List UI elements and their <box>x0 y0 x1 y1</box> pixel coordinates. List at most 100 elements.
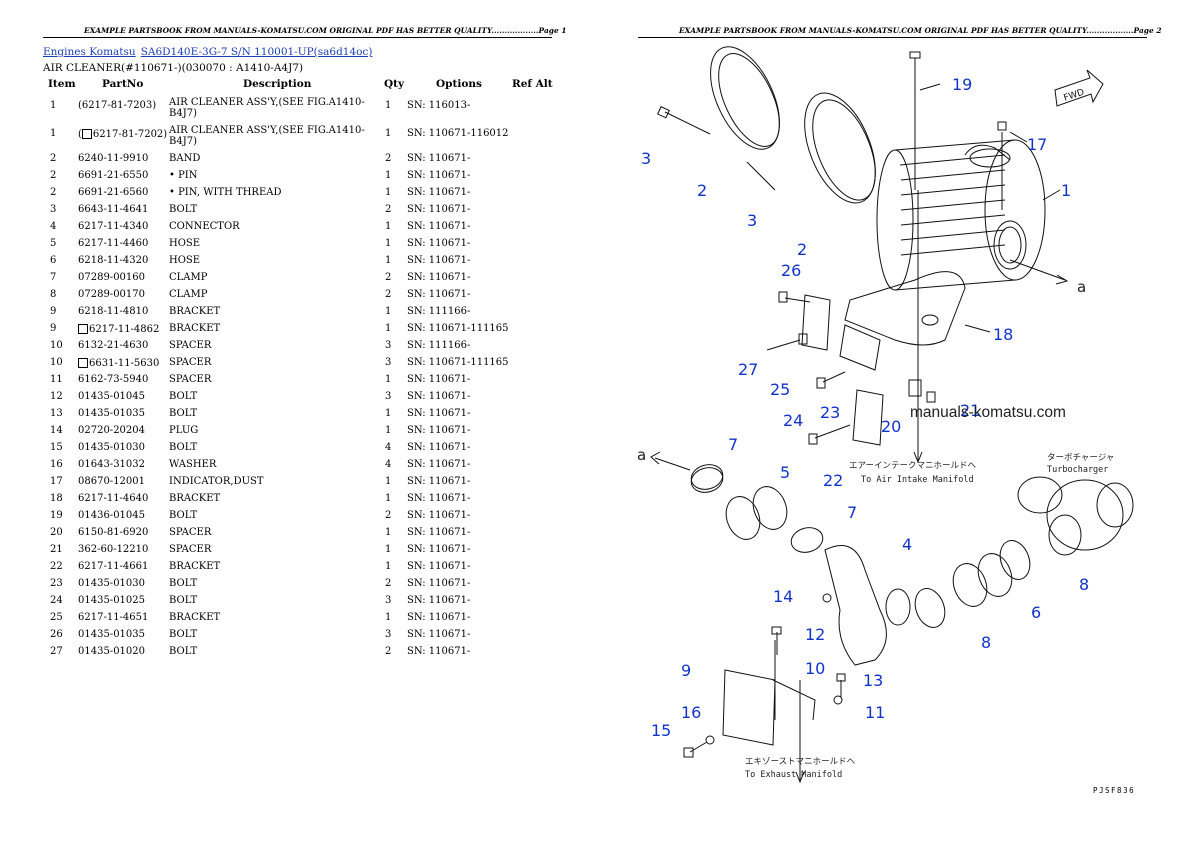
cell-description: BOLT <box>169 204 198 215</box>
cell-partno: 6218-11-4320 <box>78 255 149 266</box>
cell-partno: 6162-73-5940 <box>78 374 149 385</box>
cell-description: BRACKET <box>169 323 221 334</box>
cell-qty: 3 <box>385 357 392 368</box>
turbocharger-icon <box>1017 476 1134 556</box>
cell-qty: 1 <box>385 493 392 504</box>
cell-options: SN: 110671- <box>407 544 471 555</box>
partno-text: 6217-81-7202) <box>92 129 168 140</box>
cell-qty: 1 <box>385 544 392 555</box>
callout-5: 5 <box>780 463 790 482</box>
cell-options: SN: 110671- <box>407 510 471 521</box>
cell-description: • PIN <box>169 170 198 181</box>
breadcrumb-link-engines[interactable]: Engines Komatsu <box>43 46 136 58</box>
cell-description: WASHER <box>169 459 217 470</box>
cell-item: 12 <box>50 391 63 402</box>
cell-options: SN: 110671- <box>407 561 471 572</box>
cell-partno: 6643-11-4641 <box>78 204 149 215</box>
exhaust-label-en: To Exhaust Manifold <box>745 770 842 780</box>
cell-item: 3 <box>50 204 57 215</box>
cell-item: 22 <box>50 561 63 572</box>
cell-options: SN: 110671- <box>407 442 471 453</box>
cell-item: 13 <box>50 408 63 419</box>
cell-partno: 6150-81-6920 <box>78 527 149 538</box>
cell-partno: 01435-01030 <box>78 442 146 453</box>
cell-description: BOLT <box>169 442 198 453</box>
cell-description: BOLT <box>169 595 198 606</box>
cell-description: HOSE <box>169 238 201 249</box>
header-item: Item <box>48 78 76 90</box>
cell-description: SPACER <box>169 374 212 385</box>
cell-description: BOLT <box>169 629 198 640</box>
header-refalt: Ref Alt <box>512 78 553 90</box>
cell-qty: 3 <box>385 391 392 402</box>
cell-item: 10 <box>50 357 63 368</box>
cell-partno: 08670-12001 <box>78 476 146 487</box>
cell-description: INDICATOR,DUST <box>169 476 264 487</box>
cell-qty: 1 <box>385 255 392 266</box>
callout-24: 24 <box>783 411 803 430</box>
callout-12: 12 <box>805 625 825 644</box>
callout-19: 19 <box>952 75 972 94</box>
callout-27: 27 <box>738 360 758 379</box>
exhaust-label-jp: エキゾーストマニホールドヘ <box>745 757 856 767</box>
cell-item: 23 <box>50 578 63 589</box>
figure-code: PJSF836 <box>1093 786 1136 795</box>
cell-partno: 6240-11-9910 <box>78 153 149 164</box>
cell-partno: 6217-11-4651 <box>78 612 149 623</box>
cell-qty: 1 <box>385 476 392 487</box>
partno-text: 6631-11-5630 <box>89 358 160 369</box>
cell-partno: 02720-20204 <box>78 425 146 436</box>
cell-item: 9 <box>50 306 57 317</box>
turbo-label-jp: ターボチャージャ <box>1047 453 1114 463</box>
callout-21: 21 <box>960 401 980 420</box>
breadcrumb-link-model[interactable]: SA6D140E-3G-7 S/N 110001-UP(sa6d14oc) <box>140 46 373 58</box>
cell-item: 10 <box>50 340 63 351</box>
cell-partno: 01435-01035 <box>78 629 146 640</box>
fwd-label: FWD <box>1063 88 1086 104</box>
cell-item: 7 <box>50 272 57 283</box>
cell-item: 9 <box>50 323 57 334</box>
callout-16: 16 <box>681 703 701 722</box>
header-qty: Qty <box>384 78 405 90</box>
cell-options: SN: 110671- <box>407 646 471 657</box>
header-description: Description <box>243 78 312 90</box>
cell-item: 24 <box>50 595 63 606</box>
cell-item: 1 <box>50 100 57 111</box>
band-clamp-upper <box>710 46 780 150</box>
cell-options: SN: 110671- <box>407 629 471 640</box>
cell-options: SN: 110671- <box>407 374 471 385</box>
cell-partno: 6631-11-5630 <box>78 357 159 369</box>
cell-partno: 6217-11-4661 <box>78 561 149 572</box>
cell-qty: 4 <box>385 442 392 453</box>
cell-description: BRACKET <box>169 306 221 317</box>
cell-description: CLAMP <box>169 289 208 300</box>
cell-partno: 07289-00160 <box>78 272 146 283</box>
cell-partno: 6217-11-4460 <box>78 238 149 249</box>
cell-options: SN: 111166- <box>407 306 471 317</box>
cell-options: SN: 110671- <box>407 408 471 419</box>
cell-options: SN: 110671- <box>407 391 471 402</box>
cell-options: SN: 110671- <box>407 170 471 181</box>
cell-qty: 1 <box>385 100 392 111</box>
header-partno: PartNo <box>102 78 144 90</box>
cell-partno: 6691-21-6560 <box>78 187 149 198</box>
table-row: 1(6217-81-7202)AIR CLEANER ASS'Y,(SEE FI… <box>0 124 595 152</box>
cell-item: 25 <box>50 612 63 623</box>
callout-2-upper: 2 <box>697 181 707 200</box>
callout-20: 20 <box>881 417 901 436</box>
cell-qty: 2 <box>385 510 392 521</box>
cell-qty: 2 <box>385 289 392 300</box>
cell-partno: 01435-01020 <box>78 646 146 657</box>
